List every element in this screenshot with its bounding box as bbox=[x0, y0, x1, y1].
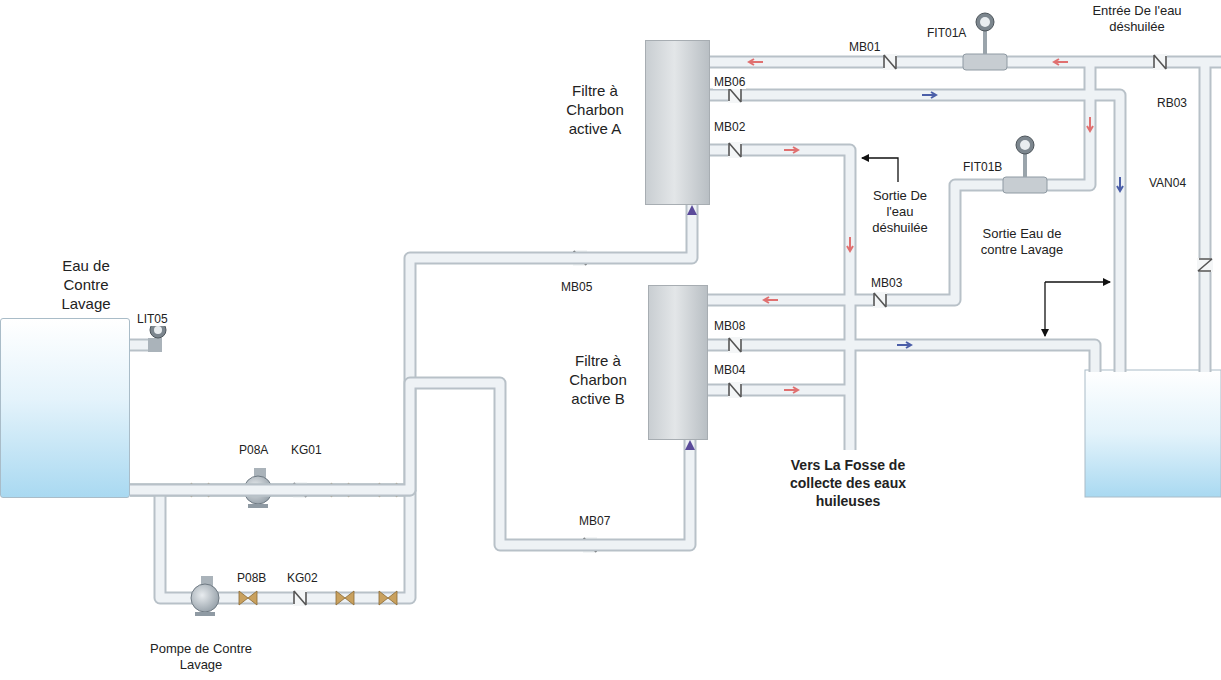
tag-label: KG02 bbox=[286, 571, 319, 585]
tag-label: P08B bbox=[236, 571, 267, 585]
pipe bbox=[130, 383, 690, 545]
note-label: Entrée De l'eau déshuilée bbox=[1080, 3, 1194, 35]
tag-label: MB03 bbox=[870, 276, 903, 290]
flow-arrow bbox=[441, 59, 1123, 548]
gate-valve bbox=[191, 483, 397, 605]
pipe-connector bbox=[130, 383, 690, 545]
tag-label: MB07 bbox=[578, 514, 611, 528]
flow-head bbox=[130, 383, 690, 545]
pipe bbox=[130, 383, 690, 545]
tag-label: VAN04 bbox=[1148, 176, 1187, 190]
node-title: Filtre à Charbon active B bbox=[553, 351, 643, 408]
collection-tank bbox=[1085, 370, 1221, 497]
tag-label: MB01 bbox=[848, 40, 881, 54]
flow-meter bbox=[963, 13, 1047, 193]
node-title: Eau de Contre Lavage bbox=[46, 256, 126, 313]
tag-label: KG01 bbox=[290, 443, 323, 457]
storage-tank: Eau de Contre Lavage bbox=[0, 318, 130, 498]
tag-label: MB02 bbox=[713, 120, 746, 134]
note-label: Vers La Fosse de collecte des eaux huile… bbox=[772, 456, 924, 510]
tag-label: MB04 bbox=[713, 363, 746, 377]
node-title: Filtre à Charbon active A bbox=[550, 81, 640, 138]
tag-label: FIT01A bbox=[926, 26, 967, 40]
tag-label: RB03 bbox=[1156, 96, 1188, 110]
leader-line bbox=[862, 158, 1110, 336]
note-label: Sortie Eau de contre Lavage bbox=[968, 226, 1076, 258]
note-label: Sortie De l'eau déshuilée bbox=[868, 188, 932, 236]
tag-label: LIT05 bbox=[136, 312, 169, 326]
check-valve bbox=[293, 54, 1213, 606]
note-label: Pompe de Contre Lavage bbox=[135, 641, 267, 673]
tag-label: FIT01B bbox=[962, 160, 1003, 174]
filter-vessel: Filtre à Charbon active B bbox=[648, 285, 708, 440]
tag-label: MB08 bbox=[713, 319, 746, 333]
tag-label: P08A bbox=[238, 443, 269, 457]
tag-label: MB06 bbox=[713, 75, 746, 89]
level-transmitter bbox=[148, 322, 166, 352]
filter-vessel: Filtre à Charbon active A bbox=[645, 40, 710, 205]
tag-label: MB05 bbox=[560, 280, 593, 294]
